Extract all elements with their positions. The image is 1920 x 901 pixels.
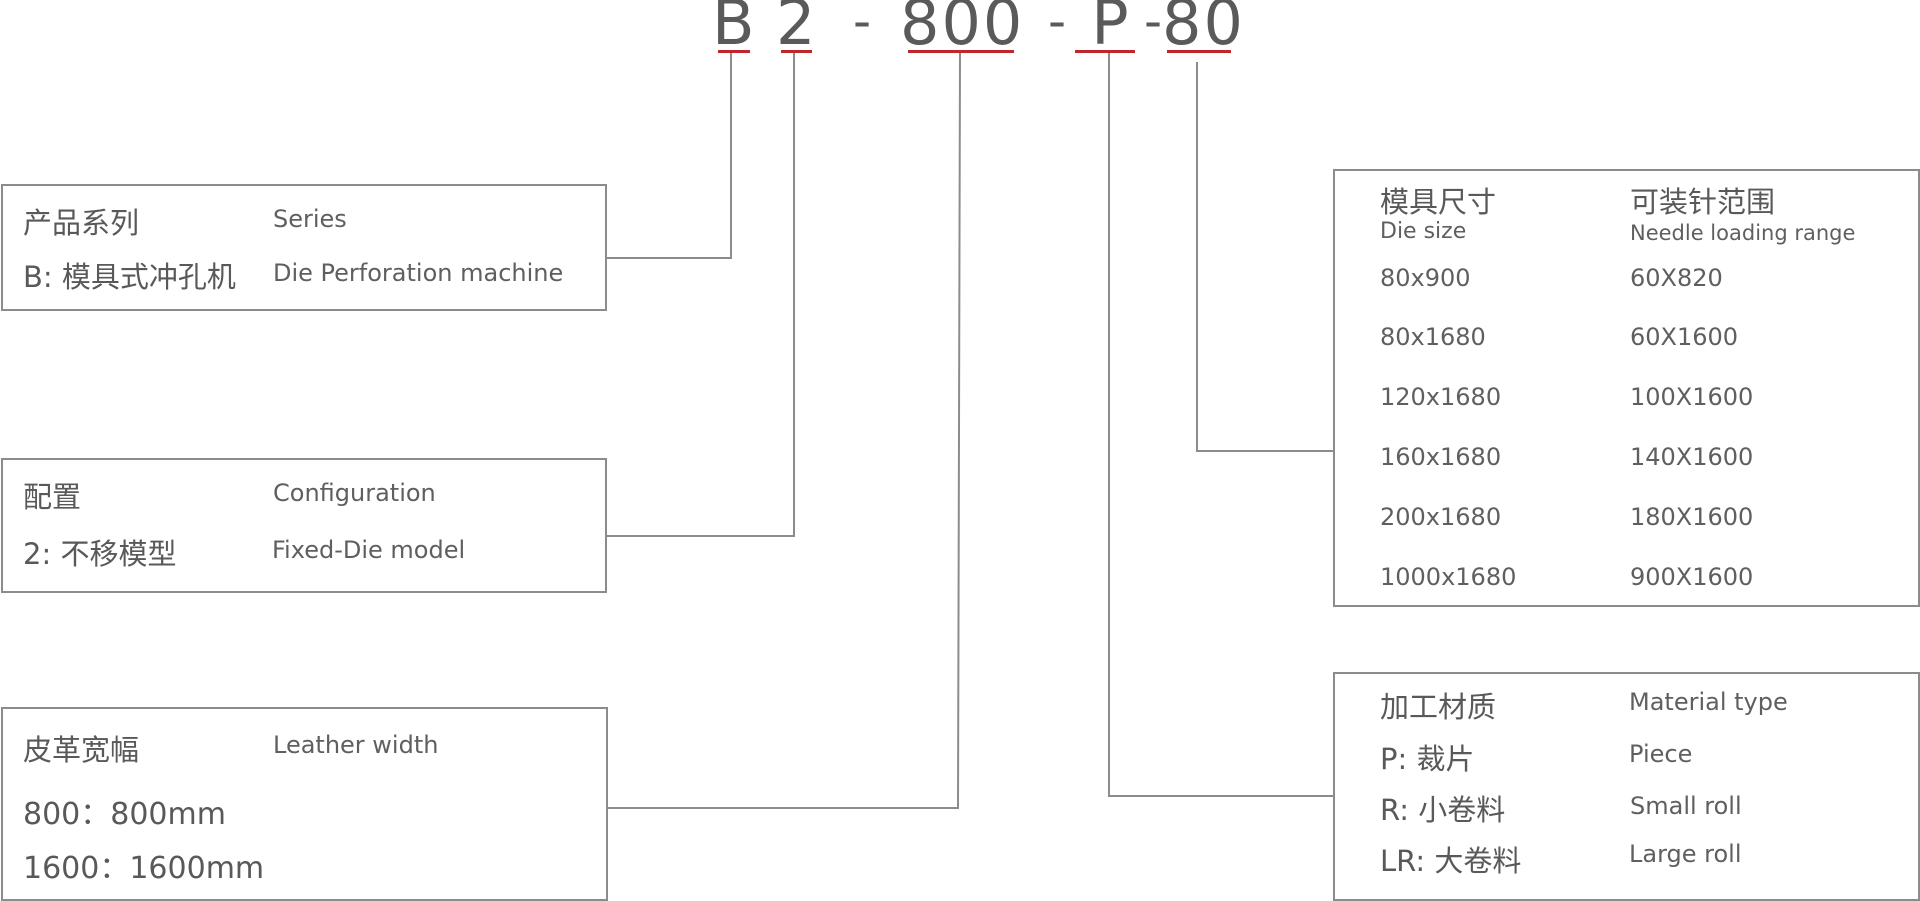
connector-leather-width: [607, 51, 961, 809]
needle-range-value: 100X1600: [1630, 383, 1754, 411]
code-segment-series: B: [712, 0, 757, 59]
die-size-col1-title-zh: 模具尺寸: [1380, 185, 1497, 219]
material-item-zh: R: 小卷料: [1380, 793, 1506, 827]
die-size-col2-title-en: Needle loading range: [1630, 221, 1856, 245]
series-box: 产品系列 Series B: 模具式冲孔机 Die Perforation ma…: [1, 184, 607, 311]
configuration-value-en: Fixed-Die model: [272, 536, 466, 564]
material-item-en: Large roll: [1629, 840, 1742, 868]
leather-width-title-en: Leather width: [273, 731, 439, 759]
code-underline-series: [718, 50, 750, 53]
material-box: 加工材质 Material type P: 裁片 Piece R: 小卷料 Sm…: [1333, 672, 1920, 901]
code-underline-material: [1075, 50, 1135, 53]
code-underline-die-size: [1167, 50, 1231, 53]
connector-material: [1108, 52, 1334, 797]
material-item-zh: P: 裁片: [1380, 742, 1475, 776]
connector-series: [606, 52, 732, 259]
leather-width-option: 1600：1600mm: [23, 851, 265, 886]
die-size-value: 1000x1680: [1380, 563, 1517, 591]
material-item-zh: LR: 大卷料: [1380, 844, 1522, 878]
material-title-en: Material type: [1629, 688, 1788, 716]
series-value-en: Die Perforation machine: [273, 259, 564, 287]
die-size-value: 160x1680: [1380, 443, 1502, 471]
code-separator: -: [1047, 0, 1067, 50]
configuration-box: 配置 Configuration 2: 不移模型 Fixed-Die model: [1, 458, 607, 593]
series-title-zh: 产品系列: [23, 206, 140, 240]
die-size-value: 120x1680: [1380, 383, 1502, 411]
material-item-en: Small roll: [1630, 792, 1742, 820]
die-size-col1-title-en: Die size: [1380, 219, 1467, 244]
connector-die-size: [1196, 62, 1334, 452]
configuration-value-zh: 2: 不移模型: [23, 537, 177, 571]
needle-range-value: 60X1600: [1630, 323, 1739, 351]
die-size-box: 模具尺寸 Die size 可装针范围 Needle loading range…: [1333, 169, 1920, 607]
configuration-title-zh: 配置: [23, 480, 82, 514]
code-separator: -: [1143, 0, 1163, 50]
die-size-value: 200x1680: [1380, 503, 1502, 531]
needle-range-value: 900X1600: [1630, 563, 1754, 591]
code-segment-leather-width: 800: [900, 0, 1025, 59]
code-underline-configuration: [781, 50, 812, 53]
code-separator: -: [852, 0, 872, 50]
needle-range-value: 60X820: [1630, 264, 1723, 292]
code-underline-leather-width: [908, 50, 1014, 53]
code-segment-material: P: [1091, 0, 1131, 59]
material-title-zh: 加工材质: [1380, 690, 1497, 724]
leather-width-option: 800：800mm: [23, 797, 226, 832]
die-size-value: 80x1680: [1380, 323, 1486, 351]
connector-configuration: [606, 52, 795, 537]
leather-width-title-zh: 皮革宽幅: [23, 733, 140, 767]
leather-width-box: 皮革宽幅 Leather width 800：800mm 1600：1600mm: [1, 707, 608, 901]
die-size-value: 80x900: [1380, 264, 1471, 292]
needle-range-value: 140X1600: [1630, 443, 1754, 471]
needle-range-value: 180X1600: [1630, 503, 1754, 531]
configuration-title-en: Configuration: [273, 479, 436, 507]
code-segment-configuration: 2: [776, 0, 818, 59]
series-title-en: Series: [273, 205, 347, 233]
series-value-zh: B: 模具式冲孔机: [23, 260, 236, 294]
die-size-col2-title-zh: 可装针范围: [1630, 185, 1776, 219]
code-segment-die-size: 80: [1162, 0, 1245, 59]
material-item-en: Piece: [1629, 740, 1693, 768]
